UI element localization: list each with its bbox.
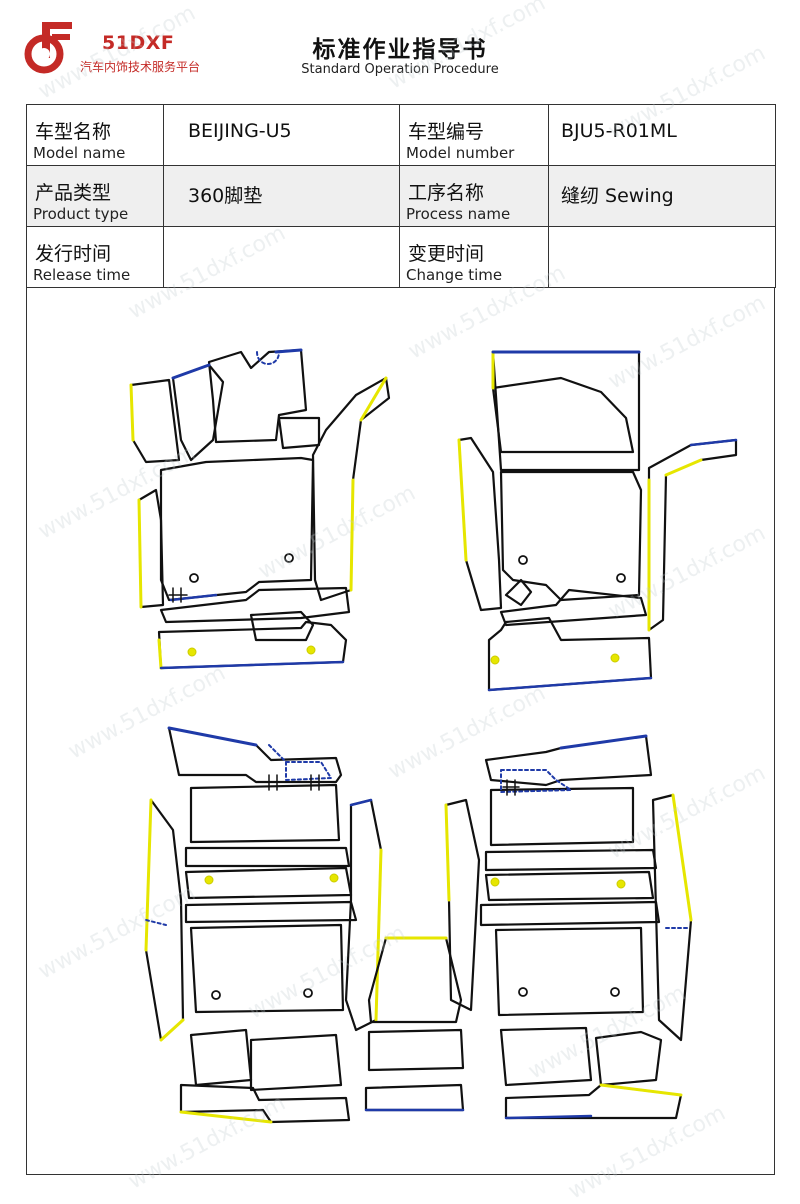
product-type-label-cn: 产品类型 [35,182,112,204]
product-type-value: 360脚垫 [188,185,263,207]
model-name-value: BEIJING-U5 [188,120,292,142]
driver-front-mat-pattern [129,348,391,670]
model-name-value-cell: BEIJING-U5 [163,104,400,166]
change-time-value-cell [548,226,776,288]
document-title: 标准作业指导书 [312,37,488,63]
rear-right-mat-pattern [444,734,693,1120]
info-table: 车型名称 Model name BEIJING-U5 车型编号 Model nu… [26,104,776,288]
floor-mat-pattern-drawing [129,348,738,1124]
release-time-value-cell [163,226,400,288]
product-type-value-cell: 360脚垫 [163,165,400,227]
info-row-model: 车型名称 Model name BEIJING-U5 车型编号 Model nu… [26,104,776,166]
release-time-label-en: Release time [33,266,131,284]
change-time-label-cn: 变更时间 [408,243,485,265]
release-time-label-cn: 发行时间 [35,243,112,265]
change-time-label-en: Change time [406,266,503,284]
brand-logo-icon [24,22,72,74]
product-type-label-en: Product type [33,205,129,223]
model-number-label-en: Model number [406,144,515,162]
change-time-label-cell: 变更时间 Change time [399,226,549,288]
info-row-product: 产品类型 Product type 360脚垫 工序名称 Process nam… [26,165,776,227]
info-row-dates: 发行时间 Release time 变更时间 Change time [26,226,776,288]
process-name-value: 缝纫 Sewing [561,185,674,207]
release-time-label-cell: 发行时间 Release time [26,226,164,288]
product-type-label-cell: 产品类型 Product type [26,165,164,227]
floor-mat-drawing-frame [26,288,775,1175]
model-number-label-cn: 车型编号 [408,121,485,143]
tunnel-mat-pattern [364,936,465,1112]
model-number-value: BJU5-R01ML [561,120,677,142]
brand-tagline: 汽车内饰技术服务平台 [80,60,201,74]
rear-left-mat-pattern [144,726,383,1124]
model-number-label-cell: 车型编号 Model number [399,104,549,166]
process-name-label-en: Process name [406,205,511,223]
process-name-value-cell: 缝纫 Sewing [548,165,776,227]
model-name-label-en: Model name [33,144,126,162]
brand-logo: 51DXF 汽车内饰技术服务平台 [22,18,242,78]
passenger-front-mat-pattern [457,350,738,692]
brand-name: 51DXF [102,32,175,54]
process-name-label-cn: 工序名称 [408,182,485,204]
model-number-value-cell: BJU5-R01ML [548,104,776,166]
model-name-label-cell: 车型名称 Model name [26,104,164,166]
model-name-label-cn: 车型名称 [35,121,112,143]
document-subtitle: Standard Operation Procedure [301,62,499,77]
process-name-label-cell: 工序名称 Process name [399,165,549,227]
